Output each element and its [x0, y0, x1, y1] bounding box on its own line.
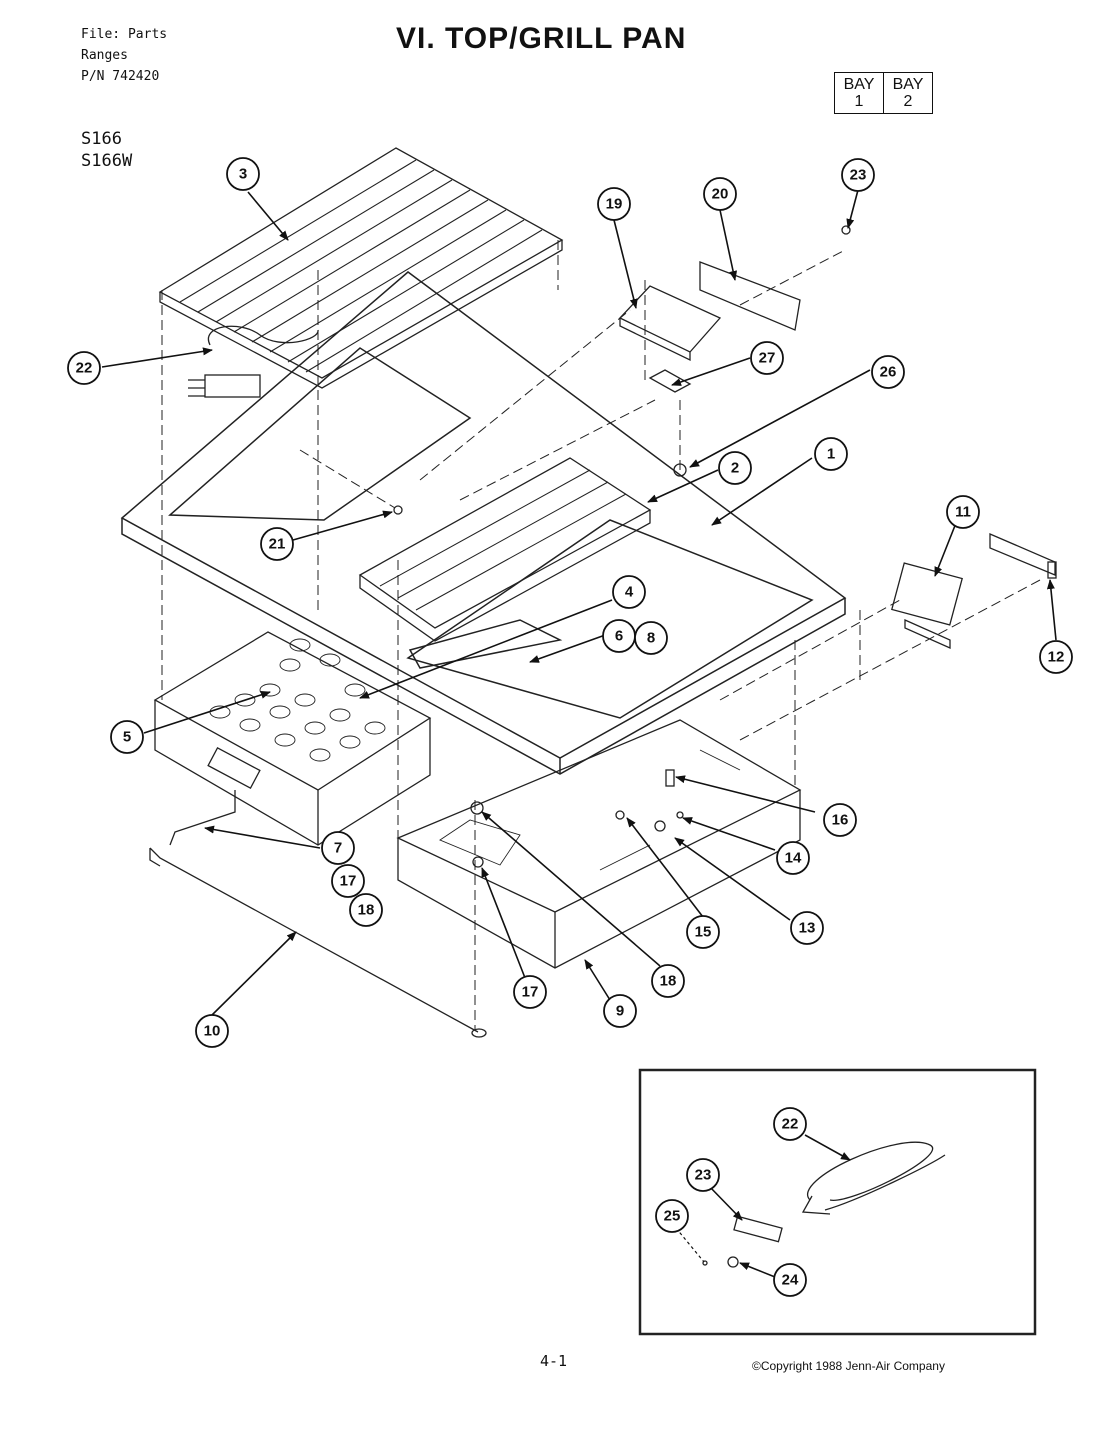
bay-2: BAY 2 [883, 73, 932, 113]
callout-14: 14 [785, 850, 802, 867]
page-number: 4-1 [540, 1352, 568, 1370]
bay-label: BAY [892, 76, 924, 93]
inset-callout-22: 22 [782, 1116, 799, 1133]
terminal-block [891, 562, 963, 650]
top-frame [120, 271, 847, 775]
callout-8: 8 [647, 630, 655, 647]
callout-7: 7 [334, 840, 342, 857]
heating-element [188, 325, 319, 398]
callout-16: 16 [832, 812, 849, 829]
inset-parts [702, 1141, 946, 1268]
callout-18: 18 [660, 973, 677, 990]
grill-pan [396, 719, 802, 969]
inset-callout-25: 25 [664, 1208, 681, 1225]
callout-1: 1 [827, 446, 835, 463]
model-number: S166 [81, 129, 122, 149]
mount-bracket [989, 533, 1057, 579]
callout-10: 10 [204, 1023, 221, 1040]
callout-3: 3 [239, 166, 247, 183]
side-channel [169, 790, 236, 846]
grill-grate [158, 147, 564, 389]
inset-callout-24: 24 [782, 1272, 799, 1289]
leader-lines [101, 189, 1057, 1278]
bay-1: BAY 1 [835, 73, 883, 113]
inset-callout-23: 23 [695, 1167, 712, 1184]
callout-4: 4 [625, 584, 634, 601]
callout-6: 6 [615, 628, 623, 645]
grate-insert [358, 457, 652, 642]
callout-17: 17 [522, 984, 539, 1001]
file-line: P/N 742420 [81, 69, 160, 84]
inset-box [638, 1068, 1037, 1336]
bay-indicator: BAY 1 BAY 2 [834, 72, 933, 114]
callout-2: 2 [731, 460, 739, 477]
callout-20: 20 [712, 186, 729, 203]
bay-number: 2 [903, 93, 913, 110]
copyright: ©Copyright 1988 Jenn-Air Company [752, 1359, 945, 1373]
callout-12: 12 [1048, 649, 1065, 666]
callout-9: 9 [616, 1003, 624, 1020]
file-line: File: Parts [81, 27, 168, 42]
callout-27: 27 [759, 350, 776, 367]
control-bracket [393, 225, 851, 515]
callout-5: 5 [123, 729, 131, 746]
hardware [615, 769, 684, 832]
file-line: Ranges [81, 48, 128, 63]
callout-22: 22 [76, 360, 93, 377]
callout-26: 26 [880, 364, 897, 381]
callout-13: 13 [799, 920, 816, 937]
file-info: File: Parts Ranges P/N 742420 [81, 24, 167, 87]
callout-18: 18 [358, 902, 375, 919]
bay-label: BAY [843, 76, 875, 93]
callout-19: 19 [606, 196, 623, 213]
callout-circles [67, 157, 1073, 1297]
callout-11: 11 [955, 504, 971, 521]
callout-21: 21 [269, 536, 286, 553]
callout-23: 23 [850, 167, 867, 184]
support-rod [149, 847, 487, 1038]
model-number: S166W [81, 151, 133, 171]
callout-17: 17 [340, 873, 357, 890]
bay-number: 1 [854, 93, 864, 110]
callout-15: 15 [695, 924, 712, 941]
model-list: S166 S166W [81, 128, 132, 172]
page-title: VI. TOP/GRILL PAN [396, 22, 687, 55]
